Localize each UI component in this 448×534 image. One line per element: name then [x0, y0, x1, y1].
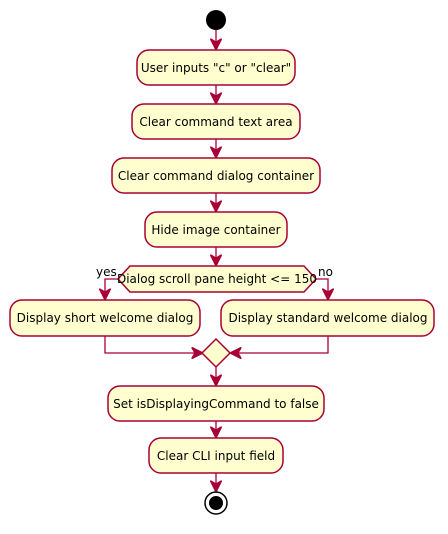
activity-standard-welcome-label: Display standard welcome dialog [228, 311, 427, 325]
activity-user-inputs: User inputs "c" or "clear" [136, 49, 296, 86]
activity-short-welcome: Display short welcome dialog [9, 299, 201, 337]
activity-clear-text-area: Clear command text area [131, 103, 301, 140]
edge-yes-branch [105, 278, 118, 299]
activity-user-inputs-label: User inputs "c" or "clear" [141, 61, 291, 75]
edge-standard-to-merge [231, 336, 329, 353]
activity-short-welcome-label: Display short welcome dialog [17, 311, 194, 325]
merge-node [200, 337, 232, 369]
activity-clear-dialog-container-label: Clear command dialog container [118, 169, 314, 183]
start-node [206, 10, 226, 30]
decision-scroll-height: Dialog scroll pane height <= 150 [117, 265, 317, 293]
activity-clear-text-area-label: Clear command text area [139, 115, 292, 129]
activity-set-flag-label: Set isDisplayingCommand to false [113, 397, 319, 411]
activity-clear-dialog-container: Clear command dialog container [111, 157, 321, 194]
activity-set-flag: Set isDisplayingCommand to false [107, 385, 325, 422]
activity-clear-cli-label: Clear CLI input field [157, 449, 275, 463]
edge-short-to-merge [104, 336, 202, 353]
decision-yes-label: yes [96, 265, 117, 279]
decision-no-label: no [318, 265, 333, 279]
end-node [204, 491, 228, 515]
activity-clear-cli: Clear CLI input field [148, 437, 284, 474]
activity-standard-welcome: Display standard welcome dialog [220, 299, 435, 337]
decision-condition-label: Dialog scroll pane height <= 150 [117, 272, 317, 286]
activity-hide-image-label: Hide image container [151, 223, 280, 237]
edge-no-branch [316, 278, 328, 299]
activity-hide-image: Hide image container [144, 211, 288, 248]
